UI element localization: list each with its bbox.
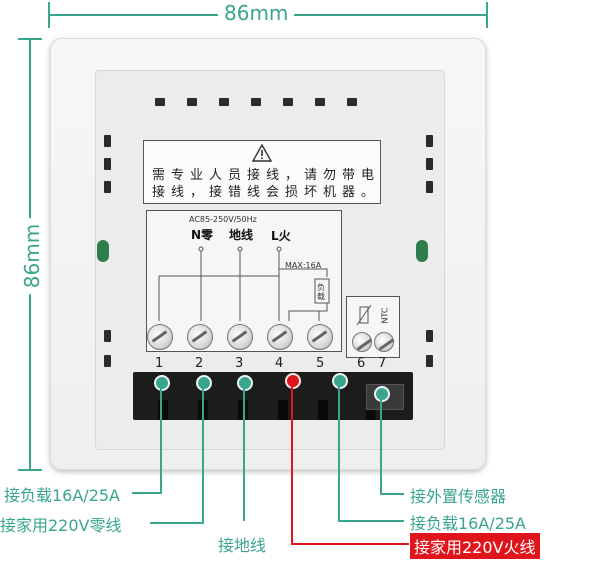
sensor-port xyxy=(366,384,404,410)
vent-slot xyxy=(347,98,357,106)
terminal-number: 6 xyxy=(357,356,366,371)
terminal-screw-2 xyxy=(187,324,213,350)
callout-leader-live xyxy=(291,543,409,545)
terminal-number: 4 xyxy=(275,356,284,371)
ground-label: 地线 xyxy=(229,228,254,242)
vent-slot xyxy=(283,98,293,106)
vent-slot xyxy=(219,98,229,106)
vent-slot xyxy=(426,330,433,342)
vent-slot xyxy=(155,98,165,106)
height-dimension-tick-top xyxy=(18,38,42,40)
terminal-number: 7 xyxy=(378,356,387,371)
vent-slot xyxy=(104,158,111,170)
ntc-sensor-symbol xyxy=(356,304,372,326)
height-dimension-label: 86mm xyxy=(20,217,45,295)
callout-terminal-2: 接家用220V零线 xyxy=(0,516,122,535)
vent-slot xyxy=(104,355,111,367)
terminal-number: 2 xyxy=(195,356,204,371)
vent-slot xyxy=(426,181,433,193)
terminal-1-indicator xyxy=(154,375,170,391)
load-label: 负载 xyxy=(317,283,325,301)
callout-leader xyxy=(380,398,382,494)
warning-triangle-icon xyxy=(252,144,272,162)
wiring-diagram: AC85-250V/50Hz N零 地线 L火 MAX:16A 负载 xyxy=(146,210,342,352)
warning-box: 需专业人员接线，请勿带电 接线，接错线会损坏机器。 xyxy=(143,140,381,204)
callout-leader xyxy=(338,383,340,521)
mounting-hole-left xyxy=(97,240,109,262)
vent-slot xyxy=(104,135,111,147)
terminal-number: 3 xyxy=(235,356,244,371)
vent-slot xyxy=(315,98,325,106)
width-dimension-tick-right xyxy=(486,2,488,28)
callout-leader xyxy=(243,385,245,521)
callout-leader xyxy=(132,492,162,494)
vent-slot xyxy=(104,330,111,342)
mounting-hole-right xyxy=(416,240,428,262)
terminal-screw-4 xyxy=(267,324,293,350)
width-dimension-tick-left xyxy=(48,2,50,28)
vent-slot xyxy=(187,98,197,106)
terminal-notch xyxy=(278,400,288,420)
callout-leader xyxy=(160,385,162,493)
terminal-notch xyxy=(158,400,168,420)
ntc-label: NTC xyxy=(380,307,390,324)
terminal-screw-6 xyxy=(352,332,372,352)
voltage-spec: AC85-250V/50Hz xyxy=(189,215,257,224)
callout-terminal-3: 接地线 xyxy=(218,536,267,555)
live-label: L火 xyxy=(271,229,291,243)
height-dimension-tick-bottom xyxy=(18,469,42,471)
vent-slot xyxy=(426,158,433,170)
terminal-notch xyxy=(318,400,328,420)
vent-slot xyxy=(104,181,111,193)
terminal-2-indicator xyxy=(196,375,212,391)
terminal-number: 5 xyxy=(316,356,325,371)
terminal-3-indicator xyxy=(237,375,253,391)
width-dimension-label: 86mm xyxy=(218,1,295,25)
warning-line-1: 需专业人员接线，请勿带电 xyxy=(152,168,381,183)
callout-leader xyxy=(150,522,204,524)
terminal-screw-5 xyxy=(307,324,333,350)
vent-slot xyxy=(251,98,261,106)
terminal-5-indicator xyxy=(332,373,348,389)
terminal-notch xyxy=(366,400,376,420)
max-current-label: MAX:16A xyxy=(285,261,322,270)
warning-line-2: 接线，接错线会损坏机器。 xyxy=(152,185,381,200)
terminal-number: 1 xyxy=(155,356,164,371)
callout-leader xyxy=(380,493,404,495)
terminal-screw-7 xyxy=(374,332,394,352)
terminal-screw-1 xyxy=(147,324,173,350)
callout-terminal-4: 接家用220V火线 xyxy=(410,533,540,559)
callout-terminal-6: 接外置传感器 xyxy=(410,487,507,506)
callout-leader xyxy=(202,385,204,523)
neutral-label: N零 xyxy=(191,228,214,242)
vent-slot xyxy=(426,355,433,367)
callout-terminal-5: 接负载16A/25A xyxy=(410,514,527,533)
callout-leader xyxy=(338,520,404,522)
terminal-4-indicator xyxy=(285,373,301,389)
callout-terminal-1: 接负载16A/25A xyxy=(4,486,121,505)
vent-slot xyxy=(426,135,433,147)
terminal-screw-3 xyxy=(227,324,253,350)
terminal-6-indicator xyxy=(374,386,390,402)
callout-leader-live xyxy=(291,383,293,545)
wiring-schematic-lines xyxy=(158,246,330,321)
